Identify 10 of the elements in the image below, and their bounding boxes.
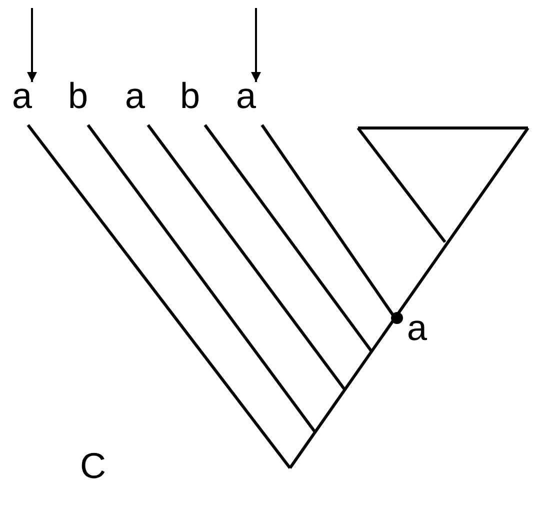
arrow [251,8,261,82]
clade-label: C [80,448,106,484]
taxon-label: a [6,78,38,114]
arrow [27,8,37,82]
node-label: a [407,310,428,346]
taxon-label: b [174,78,206,114]
node-dot [391,312,403,324]
taxon-label: a [119,78,151,114]
taxon-label: b [62,78,94,114]
taxon-label: a [230,78,262,114]
